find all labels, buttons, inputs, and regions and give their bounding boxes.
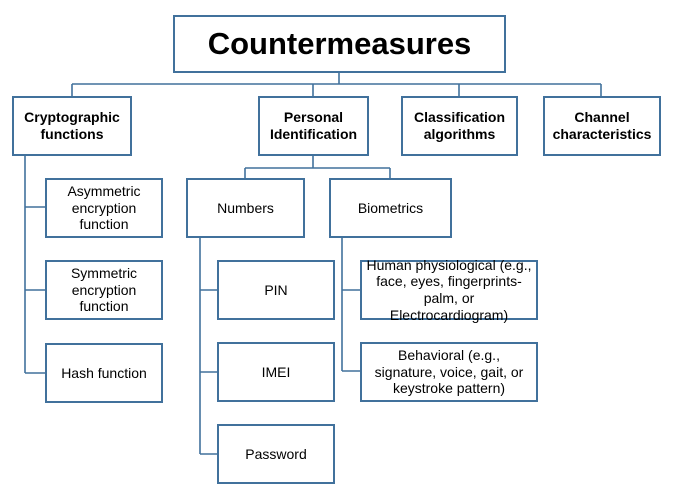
biometric-item-behavioral: Behavioral (e.g., signature, voice, gait… xyxy=(360,342,538,402)
number-item-imei: IMEI xyxy=(217,342,335,402)
category-channel-characteristics: Channel characteristics xyxy=(543,96,661,156)
category-cryptographic-functions: Cryptographic functions xyxy=(12,96,132,156)
personal-id-biometrics: Biometrics xyxy=(329,178,452,238)
category-personal-identification: Personal Identification xyxy=(258,96,369,156)
root-countermeasures: Countermeasures xyxy=(173,15,506,73)
number-item-password: Password xyxy=(217,424,335,484)
crypto-item-asymmetric: Asymmetric encryption function xyxy=(45,178,163,238)
personal-id-numbers: Numbers xyxy=(186,178,305,238)
crypto-item-symmetric: Symmetric encryption function xyxy=(45,260,163,320)
crypto-item-hash: Hash function xyxy=(45,343,163,403)
number-item-pin: PIN xyxy=(217,260,335,320)
biometric-item-physiological: Human physiological (e.g., face, eyes, f… xyxy=(360,257,538,323)
category-classification-algorithms: Classification algorithms xyxy=(401,96,518,156)
